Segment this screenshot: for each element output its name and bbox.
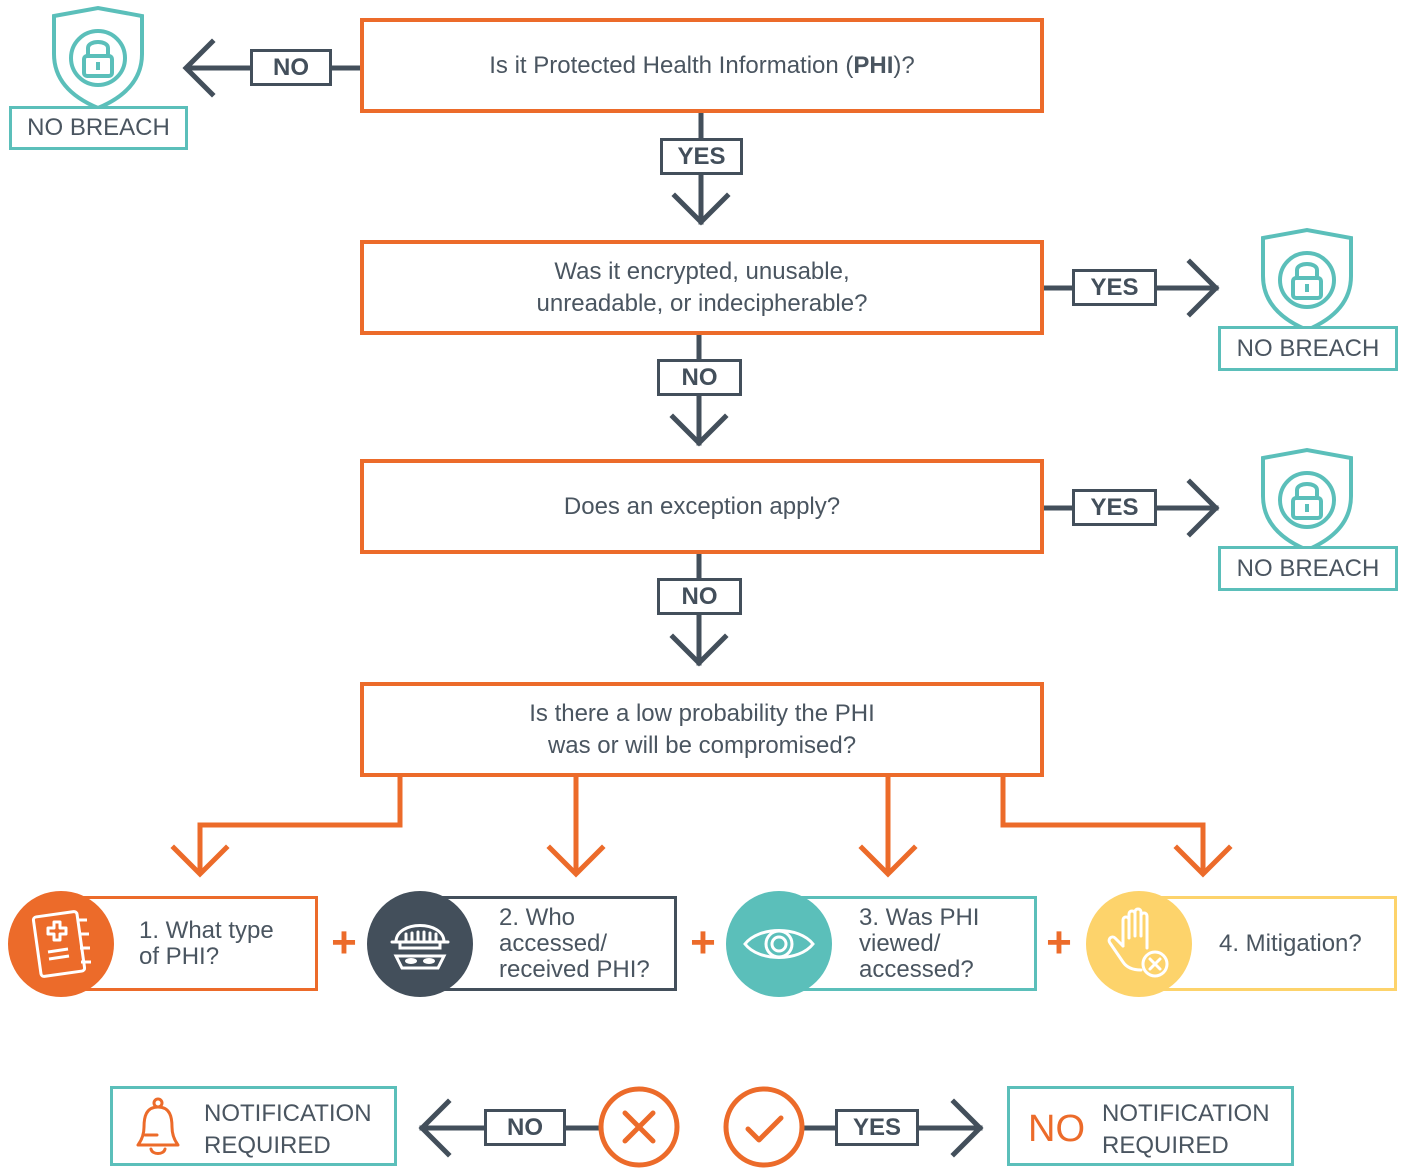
notification-required-text: NOTIFICATION REQUIRED (204, 1098, 372, 1162)
no-breach-label-1: NO BREACH (9, 106, 188, 150)
shield-lock-icon (1261, 227, 1353, 333)
stop-hand-icon (1086, 891, 1192, 997)
question-exception-box: Does an exception apply? (360, 459, 1044, 554)
no-notification-line2: REQUIRED (1102, 1132, 1229, 1159)
no-tag-encrypted: NO (657, 359, 742, 396)
no-breach-label-3: NO BREACH (1218, 546, 1398, 591)
plus-sign-1: + (331, 918, 357, 967)
no-tag-exception: NO (657, 578, 742, 615)
factor-3-line2: viewed/ (859, 929, 941, 957)
no-notification-text: NOTIFICATION REQUIRED (1102, 1098, 1270, 1162)
medical-record-icon (8, 891, 114, 997)
shield-lock-icon (1261, 447, 1353, 553)
question-encrypted-line2: unreadable, or indecipherable? (536, 289, 868, 317)
yes-tag-exception: YES (1072, 489, 1157, 526)
factor-1-line2: of PHI? (139, 942, 220, 970)
no-notification-prefix: NO (1028, 1108, 1085, 1150)
notification-required-box: NOTIFICATION REQUIRED (110, 1086, 397, 1166)
yes-tag-final: YES (835, 1109, 919, 1146)
plus-sign-3: + (1046, 918, 1072, 967)
no-tag-phi: NO (250, 49, 332, 86)
check-circle-icon (723, 1086, 805, 1168)
notification-line1: NOTIFICATION (204, 1100, 372, 1127)
question-low-probability-box: Is there a low probability the PHI was o… (360, 682, 1044, 777)
question-phi-box: Is it Protected Health Information (PHI)… (360, 18, 1044, 113)
eye-icon (726, 891, 832, 997)
no-notification-line1: NOTIFICATION (1102, 1100, 1270, 1127)
notification-line2: REQUIRED (204, 1132, 331, 1159)
x-circle-icon (598, 1086, 680, 1168)
no-tag-final: NO (484, 1109, 566, 1146)
factor-2-line3: received PHI? (499, 955, 650, 983)
factor-3-line1: 3. Was PHI (859, 903, 980, 931)
question-encrypted-line1: Was it encrypted, unusable, (554, 257, 850, 285)
factor-1-line1: 1. What type (139, 916, 274, 944)
factor-2-line2: accessed/ (499, 929, 608, 957)
question-low-probability-line1: Is there a low probability the PHI (529, 699, 875, 727)
no-breach-label-2: NO BREACH (1218, 326, 1398, 371)
bell-icon (136, 1097, 180, 1155)
factor-2-line1: 2. Who (499, 903, 576, 931)
yes-tag-phi: YES (660, 138, 743, 175)
shield-lock-icon (52, 5, 144, 111)
question-phi-text: Is it Protected Health Information (PHI)… (489, 51, 915, 79)
yes-tag-encrypted: YES (1072, 269, 1157, 306)
factor-3-line3: accessed? (859, 955, 974, 983)
burglar-icon (367, 891, 473, 997)
no-notification-required-box: NO NOTIFICATION REQUIRED (1007, 1086, 1294, 1166)
question-encrypted-box: Was it encrypted, unusable, unreadable, … (360, 240, 1044, 335)
plus-sign-2: + (690, 918, 716, 967)
question-exception-text: Does an exception apply? (563, 492, 841, 520)
question-low-probability-line2: was or will be compromised? (547, 731, 857, 759)
factor-4-line1: 4. Mitigation? (1219, 929, 1362, 957)
